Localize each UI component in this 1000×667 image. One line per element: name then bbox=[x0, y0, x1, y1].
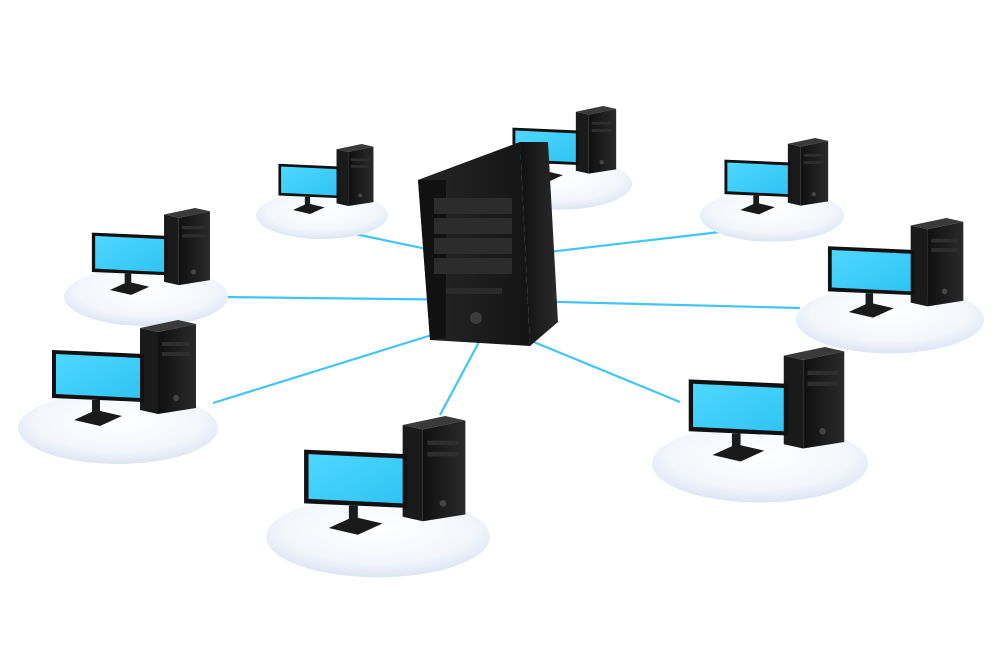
desktop-computer-icon bbox=[64, 208, 228, 327]
desktop-computer-icon bbox=[256, 144, 388, 240]
desktop-computer-icon bbox=[652, 347, 868, 503]
server-tower-icon bbox=[418, 142, 558, 346]
desktop-computer-icon bbox=[796, 218, 984, 354]
desktop-computer-icon bbox=[18, 320, 218, 464]
link-line bbox=[439, 339, 481, 416]
desktop-computer-icon bbox=[700, 138, 844, 242]
desktop-computer-icon bbox=[266, 416, 490, 578]
